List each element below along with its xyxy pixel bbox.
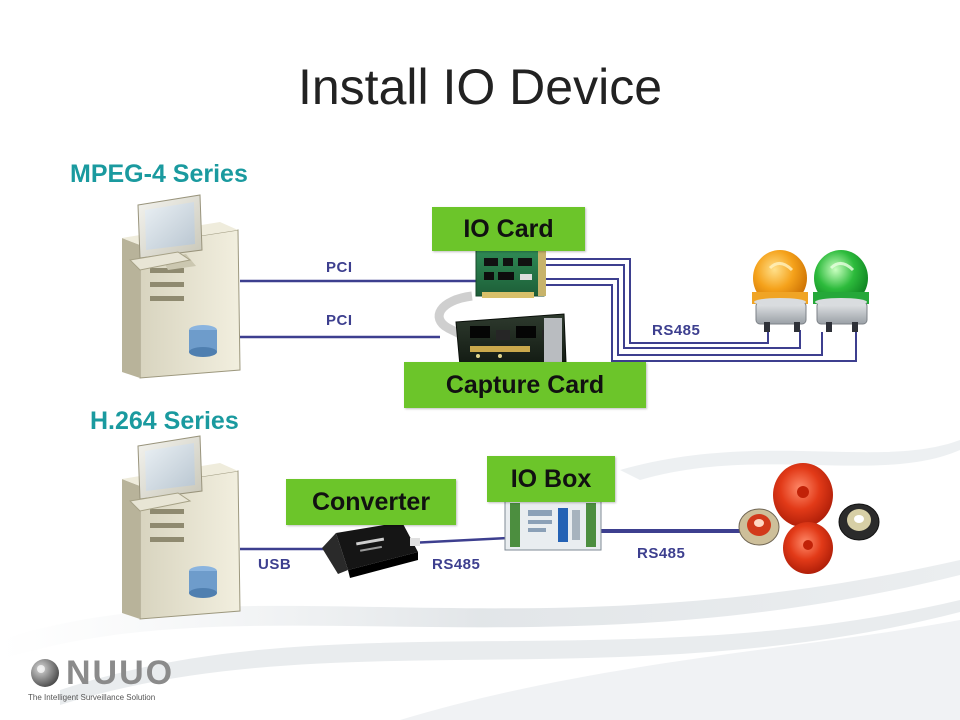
io-box-label: IO Box: [487, 456, 615, 502]
rs485-label-converter: RS485: [432, 556, 481, 573]
capture-card-icon: [455, 313, 567, 367]
server-computer-icon: [122, 435, 241, 620]
converter-icon: [322, 522, 420, 578]
pci-wires: [240, 279, 476, 339]
push-button-icon: [838, 503, 880, 541]
pci-label-bottom: PCI: [326, 312, 353, 329]
io-card-icon: [475, 249, 546, 298]
h264-series-heading: H.264 Series: [90, 407, 239, 435]
mpeg4-series-heading: MPEG-4 Series: [70, 160, 248, 188]
alarm-bell-icon: [783, 522, 833, 574]
brand-tagline: The Intelligent Surveillance Solution: [28, 693, 156, 702]
io-box-icon: [504, 499, 602, 551]
pci-label-top: PCI: [326, 259, 353, 276]
brand-name: NUUO: [66, 654, 175, 692]
ribbon-cable: [434, 291, 473, 340]
io-card-label: IO Card: [432, 207, 585, 251]
push-button-icon: [738, 508, 780, 546]
bottom-wires: [240, 536, 509, 551]
brand-logo: NUUO The Intelligent Surveillance Soluti…: [28, 654, 178, 706]
rs485-label-iobox: RS485: [637, 545, 686, 562]
usb-label: USB: [258, 556, 292, 573]
alarm-light-green-icon: [813, 250, 869, 332]
nuuo-logo-icon: [31, 659, 59, 687]
rs485-wires-top: [545, 258, 857, 362]
alarm-light-orange-icon: [752, 250, 808, 332]
server-computer-icon: [122, 194, 241, 379]
page-title: Install IO Device: [297, 59, 662, 115]
converter-label: Converter: [286, 479, 456, 525]
capture-card-label: Capture Card: [404, 362, 646, 408]
alarm-bell-icon: [773, 463, 833, 527]
rs485-label-top: RS485: [652, 322, 701, 339]
